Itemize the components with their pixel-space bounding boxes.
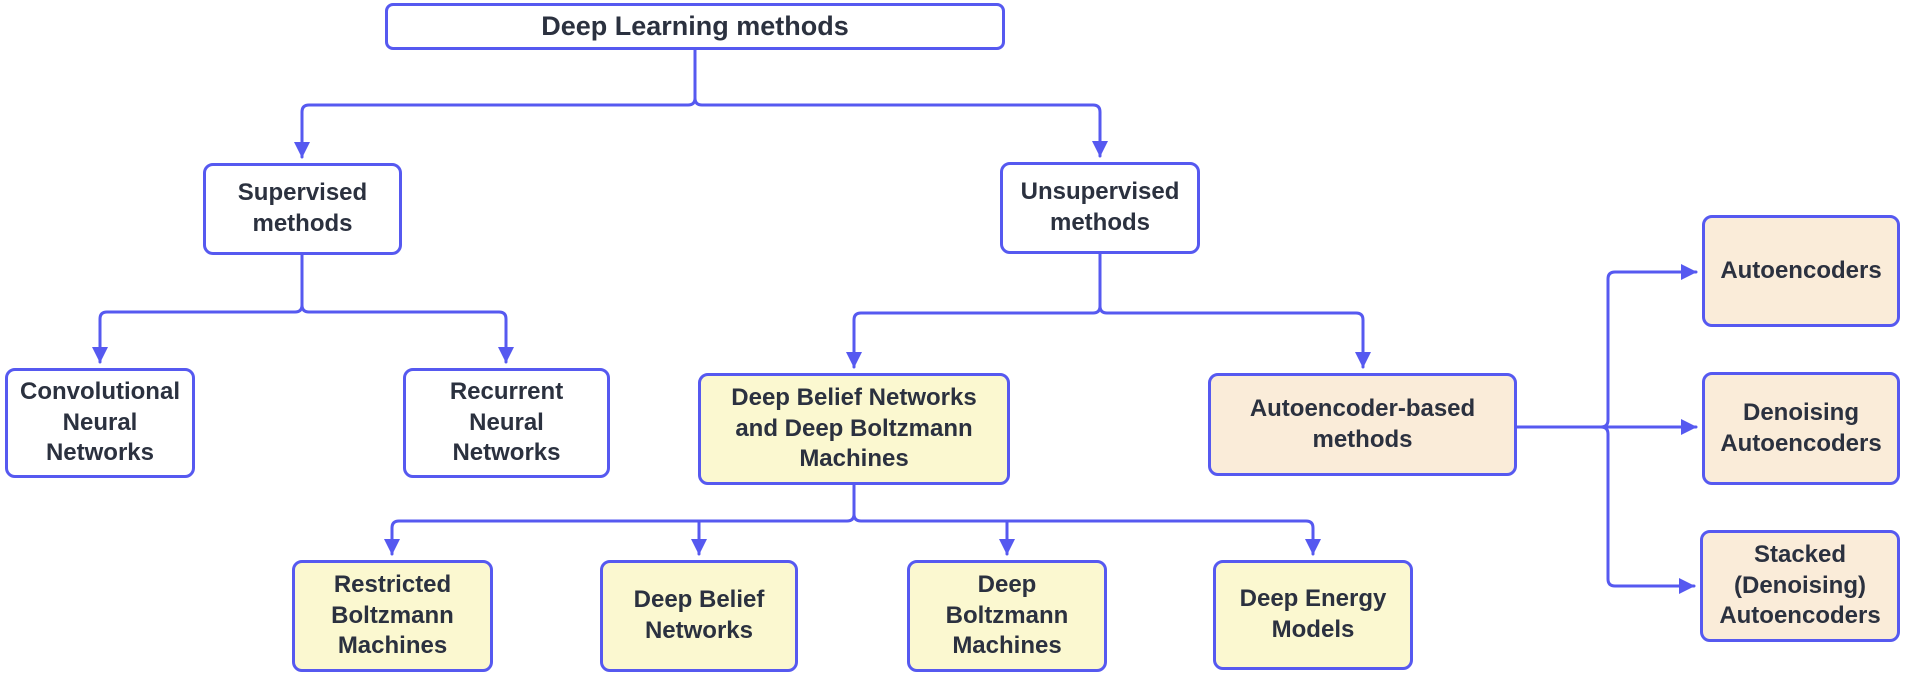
edge-dbn-dbm-to-rbm <box>384 483 856 556</box>
node-deep-energy-models: Deep Energy Models <box>1213 560 1413 670</box>
node-deep-boltzmann-machines: Deep Boltzmann Machines <box>907 560 1107 672</box>
node-label: Convolutional Neural Networks <box>20 377 180 467</box>
node-label: Denoising Autoencoders <box>1720 398 1882 457</box>
node-label: Autoencoder-based methods <box>1249 394 1476 453</box>
edge-supervised-to-cnn <box>92 253 304 364</box>
node-deep-belief-networks: Deep Belief Networks <box>600 560 798 672</box>
node-convolutional-neural-networks: Convolutional Neural Networks <box>5 368 195 478</box>
node-label: Deep Boltzmann Machines <box>945 570 1069 660</box>
node-label: Recurrent Neural Networks <box>449 377 564 467</box>
node-supervised-methods: Supervised methods <box>203 163 402 255</box>
edge-supervised-to-rnn <box>300 303 514 364</box>
node-unsupervised-methods: Unsupervised methods <box>1000 162 1200 254</box>
node-restricted-boltzmann-machines: Restricted Boltzmann Machines <box>292 560 493 672</box>
node-label: Deep Energy Models <box>1239 585 1387 643</box>
node-autoencoder-based-methods: Autoencoder-based methods <box>1208 373 1517 476</box>
node-stacked-denoising-autoencoders: Stacked (Denoising) Autoencoders <box>1700 530 1900 642</box>
node-label: Unsupervised methods <box>1020 178 1180 236</box>
node-recurrent-neural-networks: Recurrent Neural Networks <box>403 368 610 478</box>
node-autoencoders: Autoencoders <box>1702 215 1900 327</box>
node-label: Autoencoders <box>1720 256 1882 284</box>
edge-ae-based-to-autoencoders <box>1515 264 1698 429</box>
edge-dbn-dbm-to-dem <box>852 512 1321 556</box>
edge-root-to-unsupervised <box>693 96 1108 158</box>
node-denoising-autoencoders: Denoising Autoencoders <box>1702 372 1900 485</box>
edge-ae-based-to-stacked-autoencoders <box>1599 425 1696 594</box>
node-label: Restricted Boltzmann Machines <box>331 570 454 660</box>
node-label: Deep Belief Networks <box>633 586 765 644</box>
node-label: Deep Learning methods <box>541 11 849 42</box>
edge-unsupervised-to-ae-based <box>1098 304 1371 369</box>
node-label: Stacked (Denoising) Autoencoders <box>1719 540 1881 630</box>
node-deep-learning-methods: Deep Learning methods <box>385 3 1005 50</box>
node-label: Deep Belief Networks and Deep Boltzmann … <box>731 383 977 473</box>
edge-unsupervised-to-dbn-dbm <box>846 252 1102 369</box>
edge-root-to-supervised <box>294 48 697 159</box>
node-deep-belief-networks-and-deep-boltzmann-machines: Deep Belief Networks and Deep Boltzmann … <box>698 373 1010 485</box>
node-label: Supervised methods <box>237 179 368 237</box>
